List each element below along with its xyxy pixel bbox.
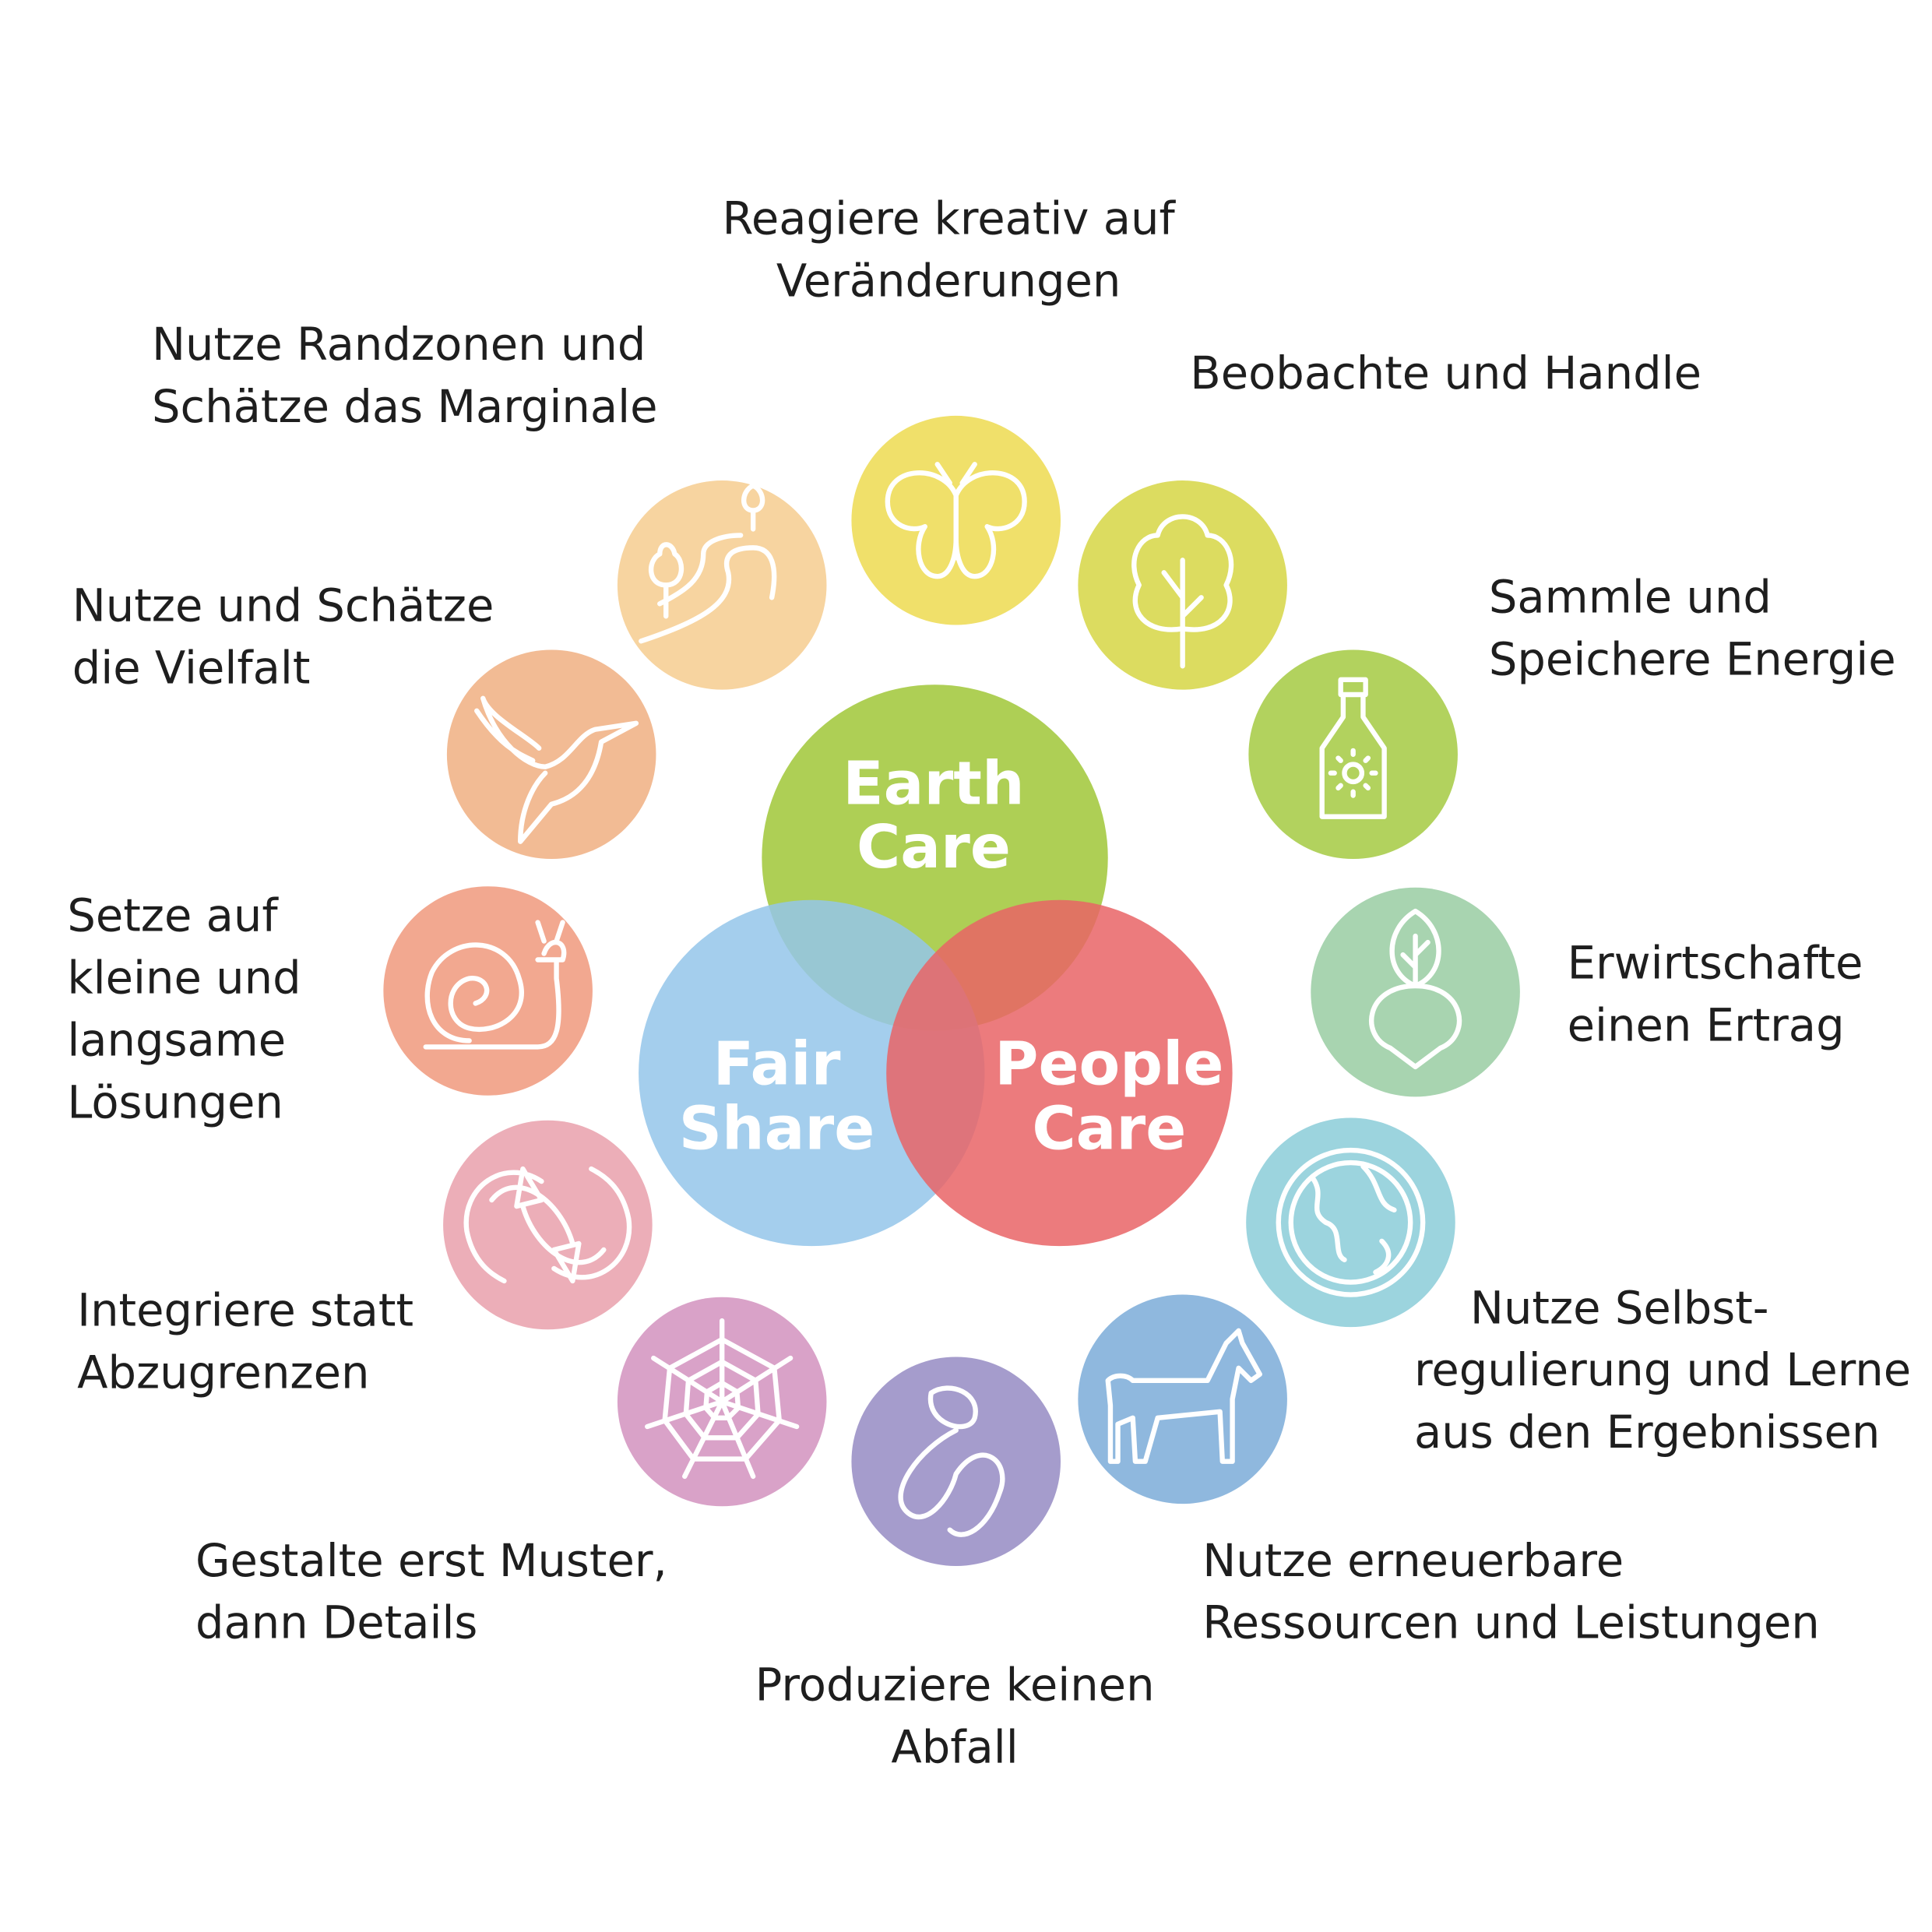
- principle-label: Beobachte und Handle: [1190, 347, 1701, 399]
- earth-care-label-1: Earth: [843, 750, 1024, 819]
- principle-label: Reagiere kreativ auf: [723, 193, 1177, 245]
- principle-1: [851, 415, 1061, 625]
- radish-icon: [1369, 908, 1462, 1070]
- snail-icon: [423, 920, 567, 1050]
- principle-label: die Vielfalt: [72, 642, 311, 695]
- tree-icon: [1131, 514, 1234, 669]
- globe-icon: [1276, 1147, 1426, 1297]
- principle-label: Nutze Randzonen und: [152, 318, 646, 371]
- principle-label: aus den Ergebnissen: [1414, 1406, 1880, 1459]
- cycle-arrows-icon: [463, 1166, 632, 1284]
- principle-12: [617, 480, 827, 690]
- principle-circle: [443, 1120, 653, 1330]
- people-care-label-1: People: [994, 1029, 1223, 1099]
- principle-label: dann Details: [195, 1597, 477, 1649]
- principle-label: regulierung und Lerne: [1414, 1344, 1911, 1396]
- principle-label: Produziere keinen: [755, 1659, 1155, 1712]
- principle-label: Nutze und Schätze: [72, 580, 494, 632]
- principle-label: kleine und: [67, 952, 301, 1005]
- principle-label: Abzugrenzen: [77, 1346, 369, 1399]
- principle-label: Abfall: [891, 1722, 1018, 1774]
- principle-label: Ressourcen und Leistungen: [1202, 1597, 1820, 1649]
- bottle-sun-icon: [1319, 677, 1387, 819]
- principle-label: Veränderungen: [776, 255, 1121, 307]
- butterfly-icon: [885, 462, 1027, 579]
- horse-icon: [1105, 1328, 1262, 1464]
- principle-9: [443, 1120, 653, 1330]
- principle-8: [617, 1297, 827, 1507]
- principle-label: einen Ertrag: [1568, 999, 1845, 1051]
- fair-share-label-2: Share: [679, 1094, 875, 1163]
- principle-circle: [1078, 1294, 1287, 1504]
- principle-circle: [617, 480, 827, 690]
- principle-label: Nutze erneuerbare: [1202, 1535, 1624, 1587]
- principle-10: [383, 886, 593, 1096]
- principle-label: Sammle und: [1489, 572, 1772, 624]
- principle-label: Integriere statt: [77, 1284, 413, 1336]
- fair-share-label-1: Fair: [713, 1029, 841, 1099]
- principle-5: [1246, 1117, 1455, 1328]
- principle-label: Schätze das Marginale: [152, 381, 657, 433]
- principle-4: [1311, 887, 1520, 1097]
- people-care-label-2: Care: [1032, 1094, 1186, 1163]
- venn-diagram: Earth Care Fair Share People Care: [639, 684, 1233, 1247]
- hummingbird-icon: [474, 695, 639, 844]
- principle-label: Lösungen: [67, 1077, 283, 1129]
- principle-3: [1248, 649, 1458, 860]
- principle-7: [851, 1357, 1061, 1567]
- earth-care-label-2: Care: [857, 813, 1011, 882]
- people-care-circle: [886, 899, 1233, 1247]
- principle-label: langsame: [67, 1015, 286, 1067]
- principle-circle: [851, 1357, 1061, 1567]
- worm-icon: [898, 1385, 1005, 1537]
- principle-label: Nutze Selbst-: [1470, 1282, 1769, 1334]
- principle-label: Gestalte erst Muster,: [195, 1535, 667, 1587]
- principle-2: [1078, 480, 1287, 690]
- principle-6: [1078, 1294, 1287, 1504]
- principle-circle: [1311, 887, 1520, 1097]
- spiderweb-icon: [645, 1318, 800, 1480]
- principle-label: Speichere Energie: [1489, 633, 1896, 685]
- principle-label: Setze auf: [67, 890, 279, 942]
- path-trees-icon: [639, 483, 777, 644]
- fair-share-circle: [639, 899, 985, 1247]
- principle-circle: [446, 649, 656, 860]
- principle-label: Erwirtschafte: [1568, 937, 1863, 989]
- principle-11: [446, 649, 656, 860]
